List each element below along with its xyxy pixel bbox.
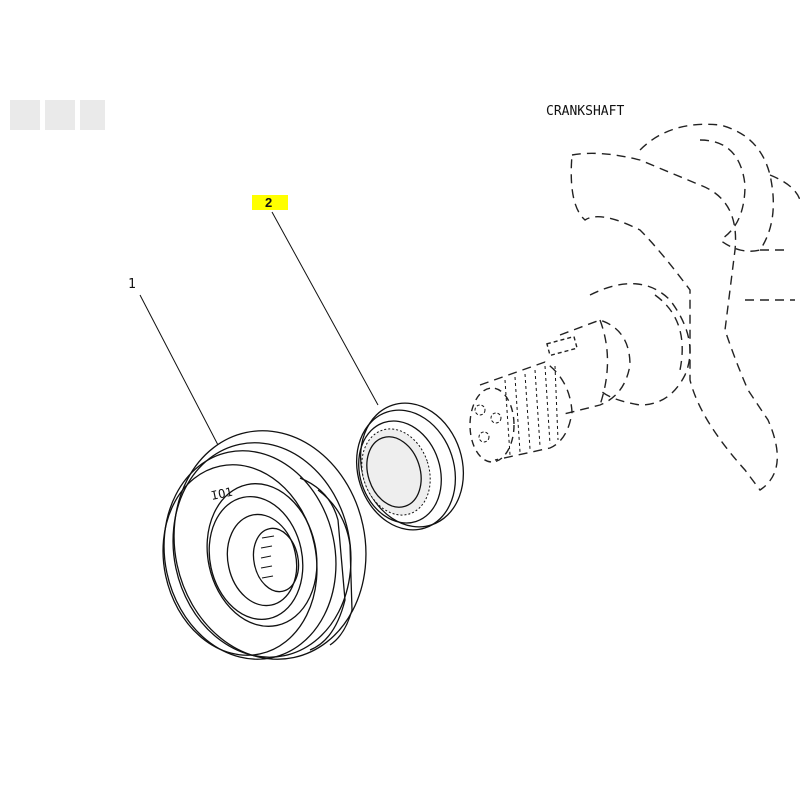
callout-1-label: 1 — [128, 277, 136, 292]
callout-2-highlight — [252, 195, 288, 210]
seal-ring — [355, 402, 465, 531]
callout-2-leader — [271, 211, 379, 406]
pulley-mark-text: IO1 — [210, 485, 234, 503]
crankshaft-label: CRANKSHAFT — [546, 104, 624, 119]
crankshaft-pulley: IO1 — [162, 430, 367, 660]
faint-watermark — [10, 100, 105, 130]
callout-1-leader — [139, 294, 219, 446]
crankshaft-outline — [469, 123, 800, 491]
callout-2-label: 2 — [265, 195, 272, 210]
